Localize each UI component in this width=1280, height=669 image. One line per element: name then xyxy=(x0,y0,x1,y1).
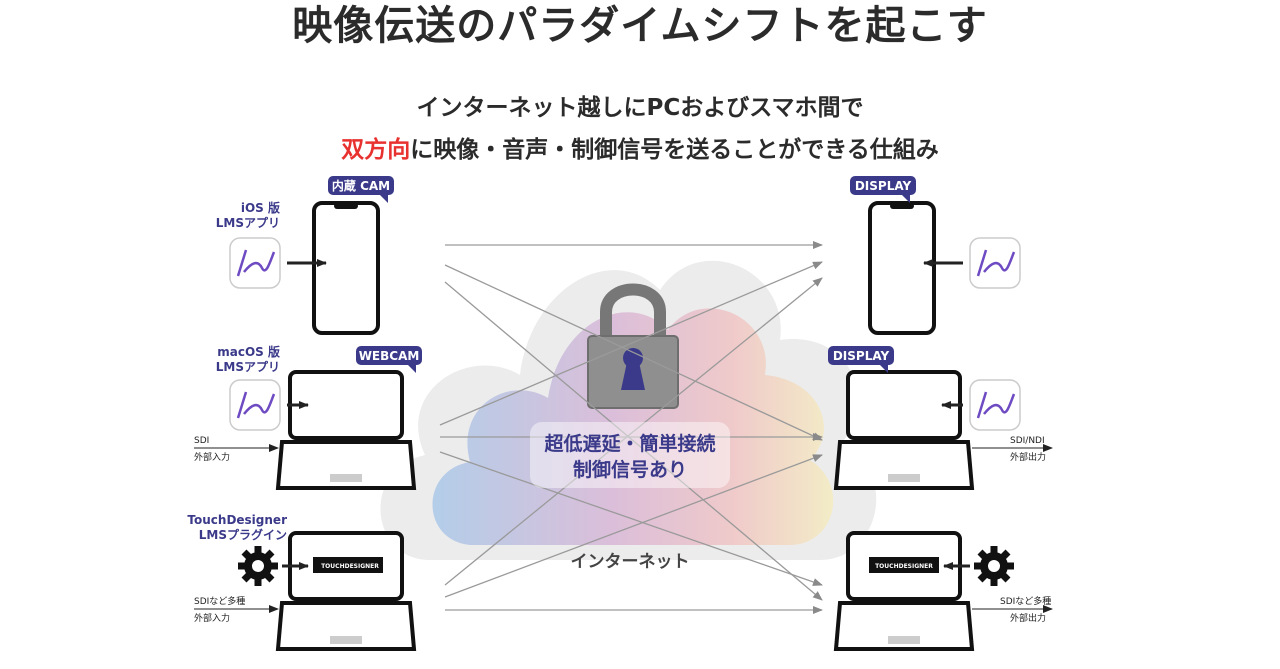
gear-icon xyxy=(974,546,1014,586)
webcam-tag-label: WEBCAM xyxy=(359,349,420,363)
touchdesigner-display-laptop: TOUCHDESIGNER xyxy=(833,531,975,651)
mac-app-label-2: LMSアプリ xyxy=(216,359,280,374)
td-plugin-label-2: LMSプラグイン xyxy=(199,527,287,542)
display-phone xyxy=(868,201,936,335)
display-tag: DISPLAY xyxy=(850,176,916,203)
mac-laptop xyxy=(275,370,417,490)
td-output-label-2: 外部出力 xyxy=(1010,612,1046,624)
cloud-label-line-2: 制御信号あり xyxy=(573,458,687,481)
page-title: 映像伝送のパラダイムシフトを起こす xyxy=(292,3,988,49)
ios-app-label-1: iOS 版 xyxy=(241,200,280,215)
subtitle-highlight: 双方向 xyxy=(341,137,411,163)
internet-label: インターネット xyxy=(571,552,690,572)
subtitle-rest: に映像・音声・制御信号を送ることができる仕組み xyxy=(410,137,939,163)
td-input-label-2: 外部入力 xyxy=(194,612,230,624)
cloud-label-line-1: 超低遅延・簡単接続 xyxy=(543,432,715,455)
lms-app-icon xyxy=(229,237,281,289)
lms-app-icon xyxy=(969,237,1021,289)
sdi-input-label-2: 外部入力 xyxy=(194,451,230,463)
lock-icon xyxy=(587,283,679,409)
cam-tag-label: 内蔵 CAM xyxy=(332,178,390,193)
subtitle-line-1: インターネット越しにPCおよびスマホ間で xyxy=(416,95,864,121)
td-output-label-1: SDIなど多種 xyxy=(1000,595,1051,607)
webcam-tag: WEBCAM xyxy=(356,346,422,373)
internet-cloud xyxy=(380,260,877,560)
gear-icon xyxy=(238,546,278,586)
cloud-label-box xyxy=(530,422,730,488)
td-input-label-1: SDIなど多種 xyxy=(194,595,245,607)
display-tag: DISPLAY xyxy=(828,346,894,373)
touchdesigner-logo: TOUCHDESIGNER xyxy=(875,563,933,570)
cam-tag: 内蔵 CAM xyxy=(328,176,394,203)
td-plugin-label-1: TouchDesigner xyxy=(187,513,287,527)
touchdesigner-logo: TOUCHDESIGNER xyxy=(321,563,379,570)
display-tag-label: DISPLAY xyxy=(855,179,912,193)
display-tag-label-2: DISPLAY xyxy=(833,349,890,363)
sdi-output-label-2: 外部出力 xyxy=(1010,451,1046,463)
sdi-input-label-1: SDI xyxy=(194,436,209,446)
mac-app-label-1: macOS 版 xyxy=(217,344,280,359)
touchdesigner-laptop: TOUCHDESIGNER xyxy=(275,531,417,651)
display-laptop xyxy=(833,370,975,490)
ios-phone xyxy=(312,201,380,335)
subtitle-line-2: 双方向に映像・音声・制御信号を送ることができる仕組み xyxy=(0,130,1280,164)
connection-lines xyxy=(439,241,823,614)
lms-app-icon xyxy=(969,379,1021,431)
sdi-output-label-1: SDI/NDI xyxy=(1010,436,1045,446)
ios-app-label-2: LMSアプリ xyxy=(216,215,280,230)
lms-app-icon xyxy=(229,379,281,431)
